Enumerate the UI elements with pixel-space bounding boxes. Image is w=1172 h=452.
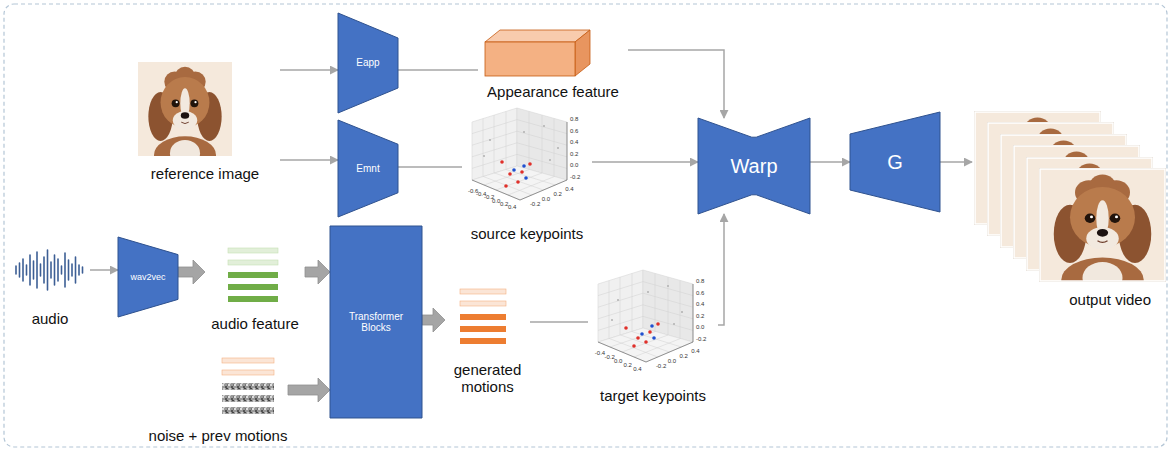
axis-tick-label: 0.6 [696,290,704,297]
axis-tick-label: -0.2 [656,363,666,370]
axis-tick-label: 0.0 [668,358,676,365]
caption-text: audio feature [205,315,305,332]
image-caption-panel: reference image [130,58,280,182]
feature-caption-panel: Appearance feature [478,28,628,100]
axis-tick-label: -0.4 [595,350,605,357]
axis-tick-label: -0.2 [604,354,614,361]
axis-tick-label: 0.2 [679,353,687,360]
axis-tick-label: -0.2 [530,201,540,208]
axis-tick-label: -0.2 [696,336,706,343]
block-label: Transformer Blocks [330,311,422,334]
caption-text: audio [10,310,90,327]
block-label: Emnt [338,163,398,175]
frame-border [4,4,1167,447]
video-frames [975,112,1165,302]
block-outline [698,118,810,214]
caption-text: source keypoints [462,225,592,242]
connector-line [940,161,972,163]
axis-tick-label: 0.0 [542,196,550,203]
connector-line [592,161,698,163]
keypoint-plot [598,270,693,362]
axis-tick-label: 0.0 [570,162,578,169]
connector-line [628,50,724,118]
block-arrow [422,308,445,332]
caption-text: reference image [130,165,280,182]
caption-text: generated motions [445,361,530,396]
connector-line [718,214,724,325]
block-outline [118,237,178,317]
block-outline [338,13,398,113]
block-outline [338,120,398,217]
connector-line [398,69,478,71]
caption-text: output video [972,291,1165,308]
axis-tick-label: 0.4 [565,186,573,193]
axis-tick-label: 0.8 [570,116,578,123]
feature-caption-panel: noise + prev motions [148,352,288,444]
transformer-block: Transformer Blocks [330,226,422,418]
axis-tick-label: 0.4 [570,139,578,146]
connector-line [280,159,338,161]
axis-tick-label: 0.2 [500,201,508,208]
block-label: Eapp [338,57,398,69]
feature-volume [485,30,590,76]
waveform [16,250,83,290]
encoder-block: Emnt [338,120,398,217]
video-caption-panel: output video [972,108,1165,308]
caption-text: target keypoints [588,387,718,404]
axis-tick-label: 0.0 [614,358,622,365]
block-label: G [850,151,940,174]
block-arrow [178,260,205,284]
connector-line [90,269,118,271]
axis-tick-label: 0.6 [570,128,578,135]
axis-tick-label: 0.0 [492,198,500,205]
axis-tick-label: 0.2 [624,362,632,369]
encoder-block: wav2vec [118,237,178,317]
encoder-block: Eapp [338,13,398,113]
feature-caption-panel: generated motions [445,285,530,395]
feature-caption-panel: audio feature [205,244,305,332]
connector-line [280,69,338,71]
noise-bars [222,358,274,414]
axis-tick-label: 0.0 [696,324,704,331]
connector-line [530,321,588,323]
block-label: wav2vec [118,272,178,282]
caption-text: Appearance feature [478,83,628,100]
axis-tick-label: 0.8 [696,278,704,285]
axis-tick-label: -0.2 [570,174,580,181]
connector-line [398,166,462,168]
connector-line [810,161,850,163]
caption-text: noise + prev motions [148,427,288,444]
keypoint-plot [472,108,567,200]
block-outline [330,226,422,418]
axis-tick-label: 0.2 [570,151,578,158]
axis-tick-label: 0.4 [508,204,516,211]
reference-photo [138,62,232,174]
axis-tick-label: 0.4 [691,348,699,355]
block-label: Warp [698,155,810,178]
audio-caption-panel: audio [10,245,90,327]
motion-bars [460,289,506,344]
axis-tick-label: 0.4 [633,366,641,373]
generator-block: G [850,112,940,212]
feature-bars [228,248,278,302]
axis-tick-label: 0.4 [696,301,704,308]
axis-tick-label: 0.2 [553,191,561,198]
block-outline [850,112,940,212]
axis-tick-label: 0.2 [696,313,704,320]
block-arrow [288,378,330,402]
block-arrow [305,260,330,284]
warp-block: Warp [698,118,810,214]
